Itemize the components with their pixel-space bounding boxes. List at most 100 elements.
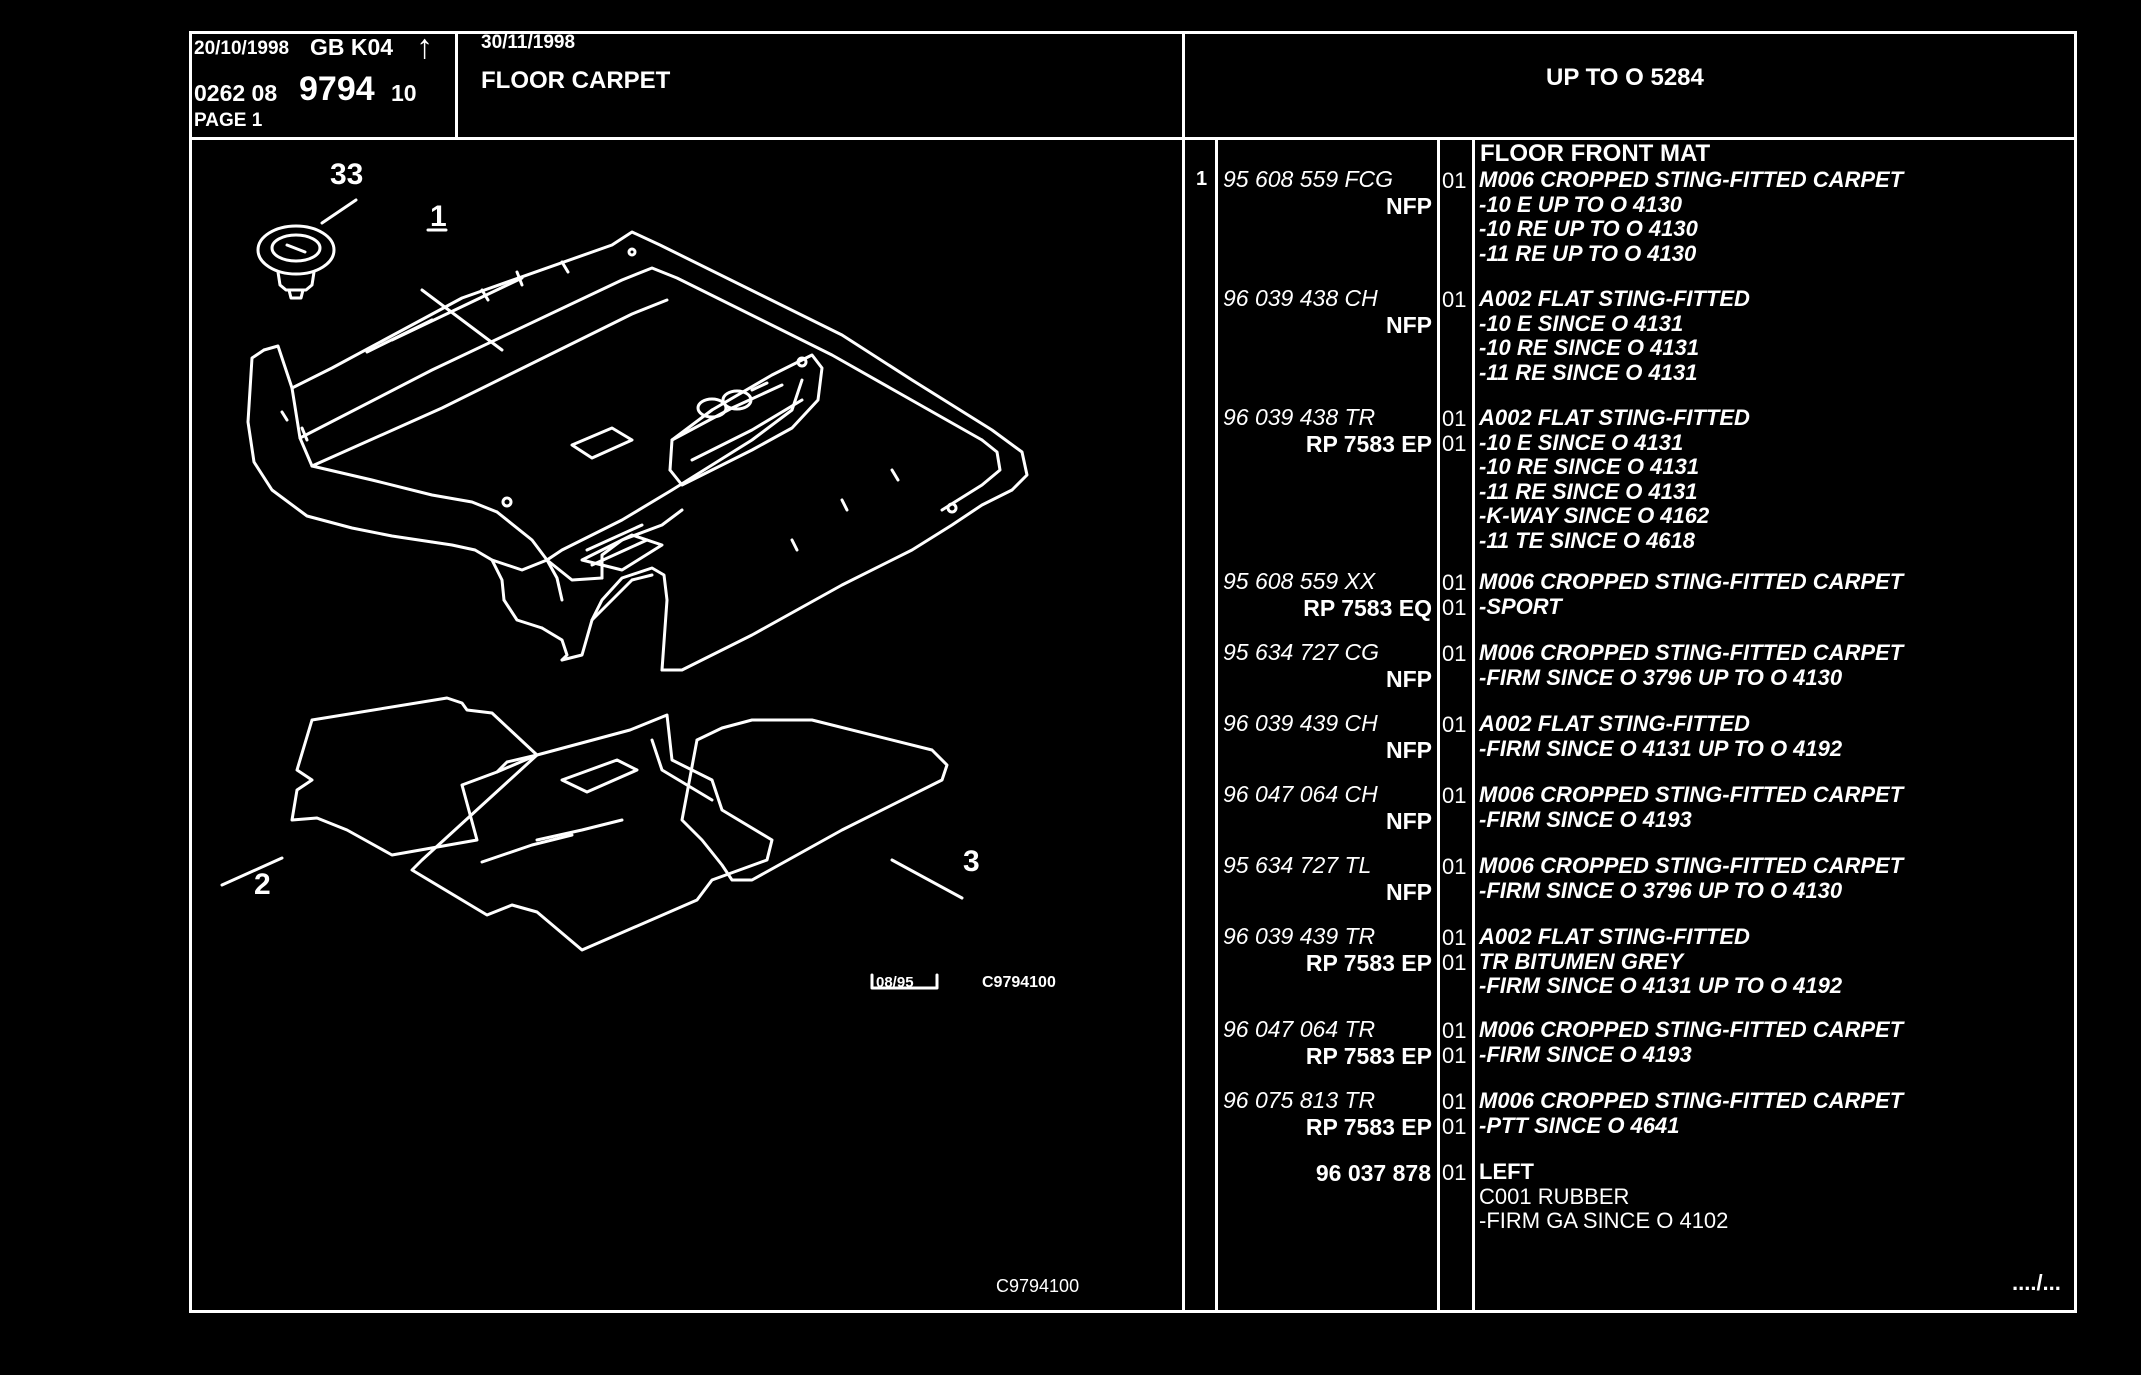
part-number-suffix: RP 7583 EP [1305, 949, 1432, 976]
quantity: 01 [1442, 712, 1467, 737]
part-description-line: M006 CROPPED STING-FITTED CARPET [1479, 569, 1904, 594]
part-number: 96 075 813 TR [1223, 1087, 1376, 1113]
part-number: 96 047 064 TR [1223, 1016, 1376, 1042]
part-number: 95 608 559 XX [1223, 568, 1376, 594]
quantity: 01 [1442, 854, 1467, 879]
part-number: 96 047 064 CH [1223, 781, 1378, 807]
drawing-footer-ref: C9794100 [996, 1276, 1080, 1296]
partno-column-rule [1437, 137, 1440, 1313]
part-number: 96 039 438 TR [1223, 404, 1376, 430]
callout-2: 2 [254, 868, 271, 901]
part-description-line: -FIRM SINCE O 4131 UP TO O 4192 [1479, 973, 1843, 998]
part-description-line: -10 RE SINCE O 4131 [1479, 454, 1700, 479]
drawing-stamp: 08/95 [876, 974, 914, 991]
mat-middle [410, 713, 774, 952]
part-description-line: M006 CROPPED STING-FITTED CARPET [1479, 640, 1904, 665]
part-number: 96 037 878 [1315, 1160, 1431, 1186]
header-range: UP TO O 5284 [1546, 64, 1704, 91]
part-description-line: -K-WAY SINCE O 4162 [1479, 503, 1710, 528]
callout-1: 1 [430, 200, 447, 233]
group-title: FLOOR FRONT MAT [1480, 140, 1711, 167]
part-description-line: -SPORT [1479, 593, 1562, 619]
part-number-suffix: NFP [1386, 665, 1432, 692]
part-description-line: M006 CROPPED STING-FITTED CARPET [1479, 853, 1904, 878]
part-description-line: -11 RE SINCE O 4131 [1479, 478, 1698, 504]
part-description-line: M006 CROPPED STING-FITTED CARPET [1479, 782, 1904, 807]
callout-3: 3 [963, 845, 980, 878]
header-suffix: 10 [391, 80, 417, 106]
header-prefix: 0262 08 [194, 80, 278, 106]
header-doc-number: 9794 [299, 70, 375, 108]
quantity: 01 [1442, 570, 1467, 595]
part-description-line: TR BITUMEN GREY [1479, 948, 1684, 974]
quantity: 01 [1442, 783, 1467, 808]
part-description-line: -10 RE SINCE O 4131 [1479, 335, 1700, 360]
part-number: 95 634 727 TL [1223, 852, 1372, 878]
header-page: PAGE 1 [194, 110, 263, 131]
clip-part-33 [256, 224, 336, 300]
quantity: 01 [1442, 287, 1467, 312]
quantity: 01 [1442, 1089, 1467, 1114]
quantity: 01 [1442, 594, 1467, 620]
quantity: 01 [1442, 1018, 1467, 1043]
part-number-suffix: NFP [1386, 807, 1432, 834]
part-number: 95 634 727 CG [1223, 639, 1380, 665]
part-number-suffix: NFP [1386, 311, 1432, 338]
part-description-line: M006 CROPPED STING-FITTED CARPET [1479, 1017, 1904, 1042]
main-divider [1182, 31, 1185, 1313]
part-description-line: -PTT SINCE O 4641 [1479, 1112, 1680, 1138]
leader-2 [220, 856, 284, 887]
stamp-box [870, 973, 939, 990]
part-description-line: C001 RUBBER [1479, 1183, 1630, 1209]
part-description-line: -11 TE SINCE O 4618 [1479, 527, 1696, 553]
header-date-2: 30/11/1998 [481, 32, 576, 53]
part-description-line: -11 RE SINCE O 4131 [1479, 359, 1698, 385]
part-number-suffix: NFP [1386, 878, 1432, 905]
quantity: 01 [1442, 430, 1467, 456]
part-description-line: -10 RE UP TO O 4130 [1479, 216, 1698, 241]
quantity: 01 [1442, 949, 1467, 975]
part-number: 96 039 439 TR [1223, 923, 1376, 949]
part-description-line: A002 FLAT STING-FITTED [1479, 286, 1750, 311]
leader-33 [320, 198, 358, 225]
part-number-suffix: RP 7583 EP [1305, 1042, 1432, 1069]
part-description-line: A002 FLAT STING-FITTED [1479, 924, 1750, 949]
mat-part-2 [290, 696, 539, 857]
part-description-line: -FIRM SINCE O 4193 [1479, 806, 1692, 832]
part-number-suffix: NFP [1386, 192, 1432, 219]
part-description-line: -FIRM SINCE O 4193 [1479, 1041, 1692, 1067]
quantity: 01 [1442, 925, 1467, 950]
page-title: FLOOR CARPET [481, 67, 671, 94]
part-description-line: -FIRM GA SINCE O 4102 [1479, 1208, 1729, 1233]
quantity: 01 [1442, 1160, 1467, 1185]
drawing-ref-code: C9794100 [982, 974, 1056, 991]
part-description-line: -10 E SINCE O 4131 [1479, 429, 1684, 455]
header-code: GB K04 [310, 34, 394, 60]
page-frame [189, 31, 2077, 1313]
part-number: 96 039 438 CH [1223, 285, 1378, 311]
part-description-line: M006 CROPPED STING-FITTED CARPET [1479, 167, 1904, 192]
part-description-line: -FIRM SINCE O 3796 UP TO O 4130 [1479, 877, 1843, 903]
part-number-suffix: RP 7583 EP [1305, 430, 1432, 457]
leader-3 [890, 858, 964, 900]
part-description-line: -10 E UP TO O 4130 [1479, 191, 1682, 217]
part-number: 96 039 439 CH [1223, 710, 1378, 736]
part-description-line: A002 FLAT STING-FITTED [1479, 405, 1750, 430]
part-description-line: LEFT [1479, 1159, 1534, 1184]
part-description-line: -FIRM SINCE O 3796 UP TO O 4130 [1479, 664, 1843, 690]
ref-column-rule [1215, 137, 1218, 1313]
header-rule [189, 137, 2077, 140]
part-number: 95 608 559 FCG [1223, 166, 1394, 192]
quantity: 01 [1442, 641, 1467, 666]
item-ref-number: 1 [1196, 168, 1208, 190]
header-date-1: 20/10/1998 [194, 38, 290, 59]
continuation-marker: ..../... [2012, 1270, 2061, 1295]
part-number-suffix: NFP [1386, 736, 1432, 763]
part-description-line: -10 E SINCE O 4131 [1479, 310, 1684, 336]
part-description-line: -FIRM SINCE O 4131 UP TO O 4192 [1479, 735, 1843, 761]
header-divider-1 [455, 31, 458, 139]
quantity: 01 [1442, 406, 1467, 431]
quantity: 01 [1442, 168, 1467, 193]
part-number-suffix: RP 7583 EQ [1303, 594, 1432, 621]
mat-part-3 [680, 718, 949, 882]
